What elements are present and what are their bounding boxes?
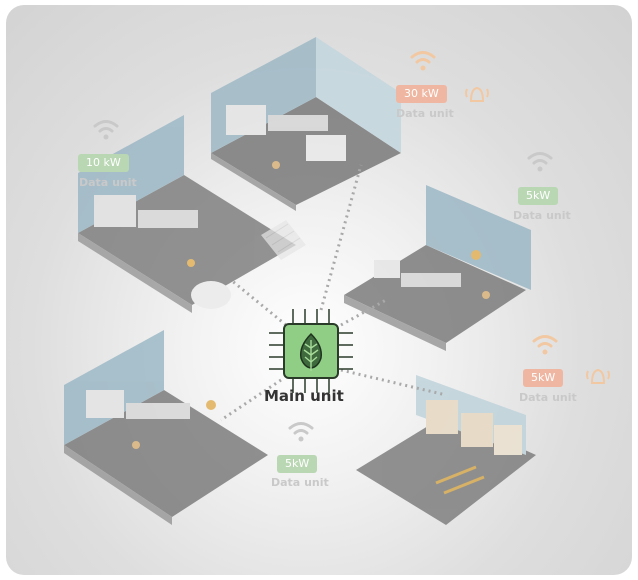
warehouse-room xyxy=(356,375,536,525)
node-value-badge: 5kW xyxy=(523,369,564,387)
node-value-badge: 5kW xyxy=(277,455,318,473)
stairs xyxy=(261,220,306,260)
node-value-badge: 10 kW xyxy=(78,154,129,172)
main-unit-chip xyxy=(265,305,357,397)
alarm-bell-icon xyxy=(462,79,492,113)
wifi-icon xyxy=(287,419,315,447)
alarm-bell-icon xyxy=(583,361,613,395)
factory-room-bottom-left xyxy=(64,330,268,525)
node-label: Data unit xyxy=(79,176,137,189)
factory-room-left xyxy=(78,115,296,313)
node-value-badge: 30 kW xyxy=(396,85,447,103)
main-unit-label: Main unit xyxy=(264,387,344,405)
wifi-icon xyxy=(92,117,120,145)
wifi-icon xyxy=(531,332,559,360)
factory-room-top xyxy=(211,37,401,211)
node-value-badge: 5kW xyxy=(518,187,559,205)
connection-lines xyxy=(220,164,447,422)
factory-room-right xyxy=(344,185,531,351)
node-label: Data unit xyxy=(519,391,577,404)
wifi-icon xyxy=(526,149,554,177)
node-label: Data unit xyxy=(513,209,571,222)
diagram-frame: 10 kW Data unit 30 kW Data unit 5kW Data… xyxy=(6,5,632,575)
wifi-icon xyxy=(409,48,437,76)
node-label: Data unit xyxy=(396,107,454,120)
node-label: Data unit xyxy=(271,476,329,489)
leaf-icon xyxy=(296,332,326,376)
factory-scene xyxy=(64,37,536,525)
